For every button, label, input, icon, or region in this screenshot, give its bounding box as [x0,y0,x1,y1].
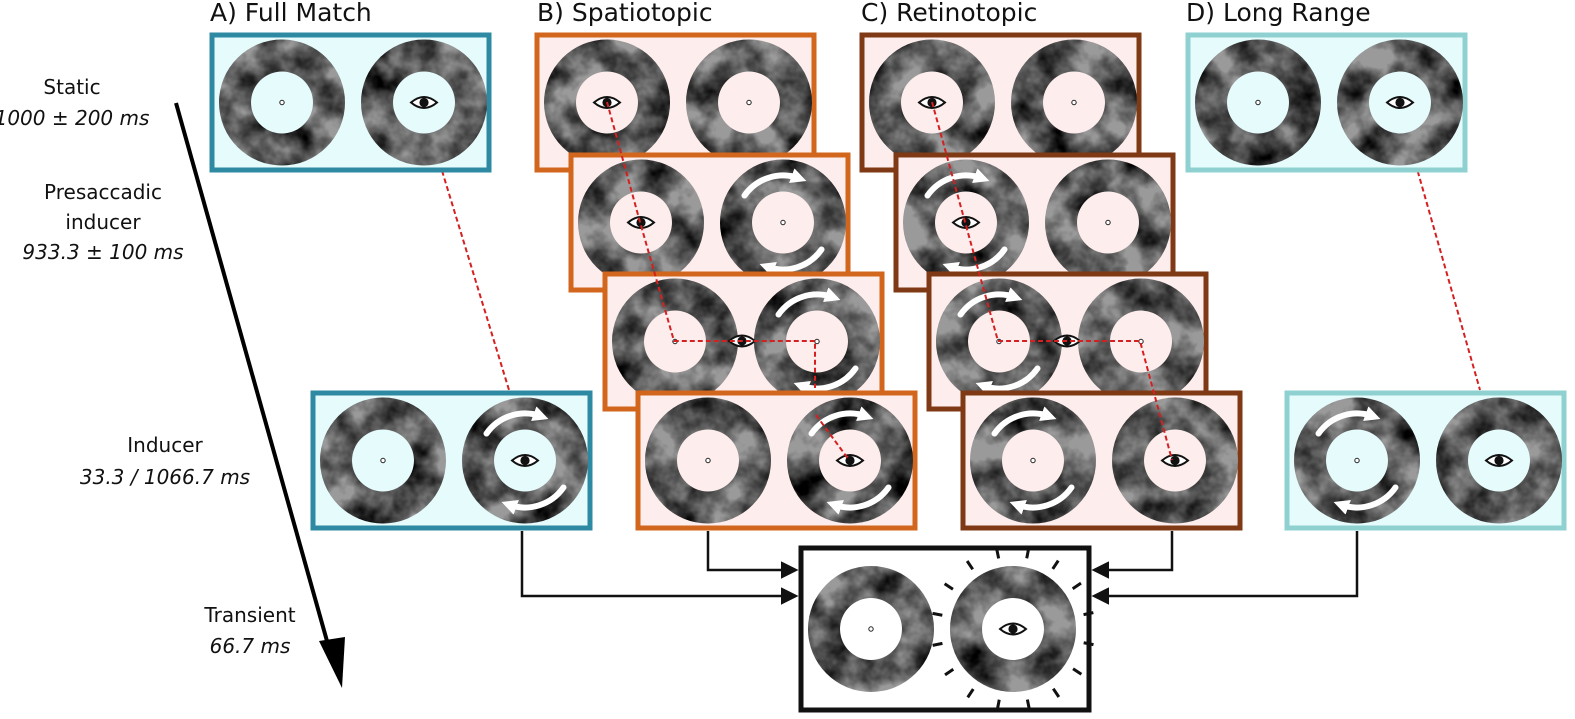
transient-flash-tick [995,699,1001,710]
motion-arrows [741,168,825,277]
transient-flash-tick [943,582,954,591]
column-title-long-range: D) Long Range [1186,0,1371,27]
fixation-dot [1030,457,1036,464]
transient-flash-tick [965,560,974,571]
transient-flash-tick [1071,581,1082,590]
motion-arrows [808,406,892,515]
motion-arrows [1315,406,1399,515]
eye-icon [835,454,865,467]
time-axis-arrow [174,102,336,667]
fixation-dot [1255,99,1261,106]
transient-flash-tick [932,611,943,617]
motion-arrows [991,406,1075,515]
column-title-full-match: A) Full Match [210,0,372,27]
fixation-dot [868,626,874,632]
eye-icon [998,622,1028,636]
eye-icon [1385,96,1415,109]
fixation-dot [1105,219,1111,226]
noise-texture [1195,39,1321,166]
motion-arrows [483,406,567,515]
time-axis-arrow-head [319,637,345,688]
noise-texture [361,39,487,166]
phase-transient-label: Transient [203,603,295,627]
arrow-full-match-to-transient [520,531,799,605]
transient-flash-tick [1051,559,1060,570]
panel-full-match-static [209,32,492,173]
transient-flash-tick [1052,687,1061,698]
fixation-dot [1354,457,1360,464]
noise-texture [544,39,670,166]
fixation-path-spatiotopic-b [815,414,850,461]
eye-icon [409,96,439,109]
eye-icon [1484,454,1514,467]
transient-flash-tick [1083,611,1094,617]
panels-layer [209,32,1567,713]
transient-flash-tick [1025,548,1031,559]
fixation-path-retinotopic [931,101,1173,461]
motion-arrows [924,168,1008,277]
noise-texture [612,278,738,405]
panel-retinotopic-static [859,32,1142,173]
phase-presaccadic-duration: 933.3 ± 100 ms [22,240,183,264]
noise-texture [869,39,995,166]
noise-texture [1337,39,1463,166]
noise-texture [1011,39,1137,166]
noise-texture [219,39,345,166]
arrow-long-range-to-transient [1091,531,1359,605]
transient-flash-tick [1072,667,1083,676]
noise-texture [320,397,446,524]
eye-icon [510,454,540,467]
noise-texture [1112,397,1238,524]
fixation-path-spatiotopic-a [606,101,816,388]
panel-spatiotopic-presaccadic-1 [568,152,851,293]
panel-spatiotopic-static [534,32,817,173]
column-title-retinotopic: C) Retinotopic [861,0,1037,27]
noise-texture [808,566,934,692]
panel-long-range-inducer [1284,390,1567,531]
phase-static-duration: 1000 ± 200 ms [0,106,149,130]
noise-texture [950,566,1076,692]
phase-transient-duration: 66.7 ms [210,634,291,658]
noise-texture [578,159,704,286]
eye-icon [1160,454,1190,467]
fixation-dot [705,457,711,464]
panel-spatiotopic-presaccadic-2 [602,271,885,412]
noise-texture [1045,159,1171,286]
column-title-spatiotopic: B) Spatiotopic [537,0,713,27]
phase-inducer-label: Inducer [127,433,203,457]
arrow-retinotopic-to-transient [1091,531,1174,579]
motion-arrows [775,287,859,396]
panel-long-range-static [1185,32,1468,173]
transient-flash-tick [1025,699,1031,710]
transient-flash-tick [944,668,955,677]
phase-static-label: Static [43,75,100,99]
fixation-dot [814,338,820,345]
phase-presaccadic-label-2: inducer [65,210,141,234]
noise-texture [645,397,771,524]
fixation-dot [746,99,752,106]
phase-inducer-duration: 33.3 / 1066.7 ms [80,465,250,489]
noise-texture [1436,397,1562,524]
noise-texture [686,39,812,166]
panel-full-match-inducer [310,390,593,531]
fixation-dot [279,99,285,106]
eye-icon [626,216,656,229]
fixation-dot [380,457,386,464]
transient-flash-tick [1083,641,1094,647]
noise-texture [1078,278,1204,405]
transient-flash-tick [966,688,975,699]
panel-spatiotopic-inducer [635,390,918,531]
phase-presaccadic-label-1: Presaccadic [44,180,162,204]
panel-retinotopic-presaccadic-1 [893,152,1176,293]
fixation-dot [1071,99,1077,106]
panel-transient [798,545,1094,713]
fixation-dot [780,219,786,226]
transient-flash-tick [995,548,1001,559]
transient-flash-tick [932,641,943,647]
panel-retinotopic-inducer [960,390,1243,531]
arrow-spatiotopic-to-transient [706,531,799,579]
